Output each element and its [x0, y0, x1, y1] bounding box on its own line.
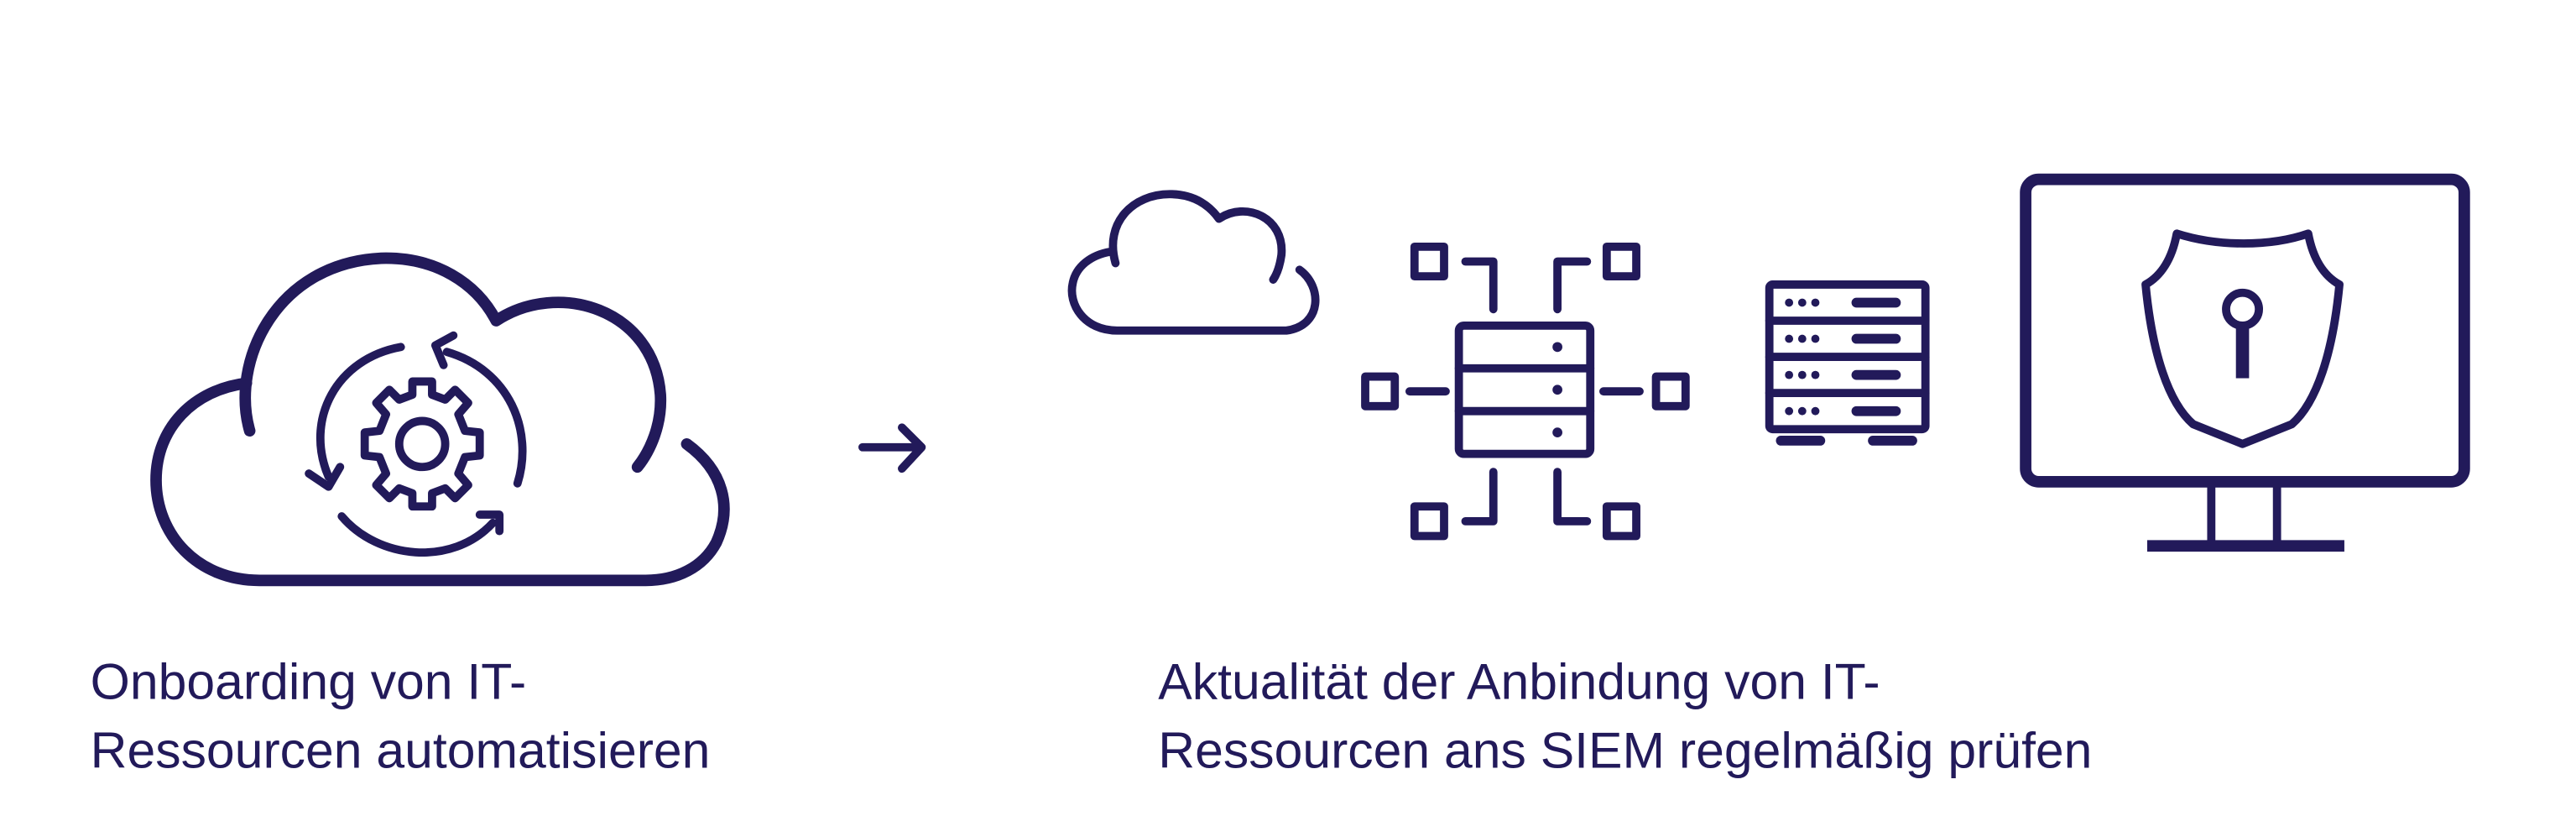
server-rack-icon: [1765, 280, 1930, 446]
left-caption-line1: Onboarding von IT-: [91, 652, 527, 709]
arrow-right-icon: [858, 423, 926, 473]
cloud-gear-sync-icon: [150, 252, 730, 587]
left-caption-line2: Ressourcen automatisieren: [91, 722, 711, 779]
network-server-icon: [1361, 243, 1690, 541]
monitor-shield-lock-icon: [2020, 173, 2470, 552]
cloud-icon: [1067, 190, 1320, 335]
right-caption-line2: Ressourcen ans SIEM regelmäßig prüfen: [1158, 722, 2092, 779]
right-caption-line1: Aktualität der Anbindung von IT-: [1158, 652, 1880, 709]
